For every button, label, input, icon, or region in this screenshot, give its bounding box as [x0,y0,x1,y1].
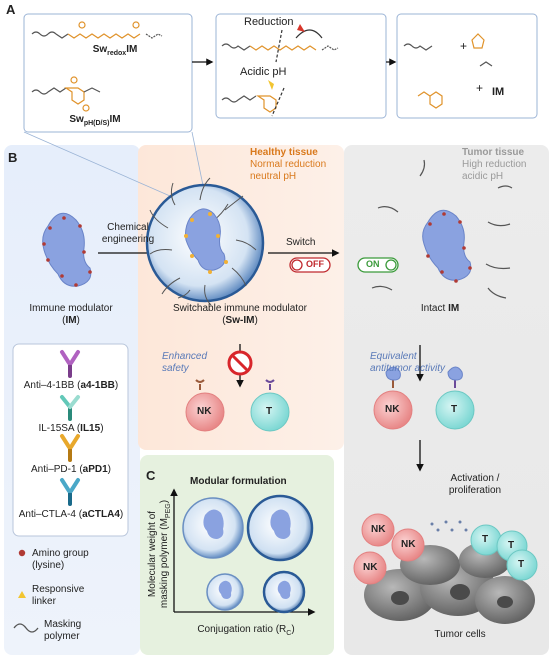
panel-letter-a: A [6,2,16,17]
product-structures [403,33,493,109]
reduction-bolt-icon [297,24,305,32]
activation-label: Activation /proliferation [448,473,502,496]
tumor-line2: acidic pH [462,171,504,182]
modulator-list-panel [12,343,129,537]
tumor-nk-cell [373,366,413,430]
amino-group-icon [18,549,26,557]
c-y-axis-label: Molecular weight of masking polymer (MPE… [147,499,172,609]
tumor-cells-label: Tumor cells [434,629,486,640]
reduction-label: Reduction [244,16,294,28]
plus-sign-2: + [476,81,484,95]
il15-icon [60,395,80,421]
c-x-axis-label: Conjugation ratio (RC) [197,624,295,637]
c-sphere-4 [262,570,306,614]
bg-healthy-region [138,145,344,450]
panel-a-box-3 [396,13,538,119]
off-toggle-knob [291,259,303,271]
intact-protein [371,159,513,299]
c-sphere-1 [182,497,244,559]
panel-a-box-2 [215,13,387,119]
panel-letter-c: C [146,468,156,483]
tumor-tissue-title: Tumor tissue [462,147,525,158]
healthy-nk-cell [185,379,225,432]
plus-sign-1: + [460,39,468,53]
modulator-a4-1bb: Anti–4-1BB (a4-1BB) [23,380,119,391]
t-label-2: T [508,540,515,551]
t-label-healthy: T [266,406,273,417]
modular-formulation-title: Modular formulation [190,476,287,487]
immune-modulator-protein [42,212,92,287]
acidic-ph-label: Acidic pH [240,66,287,78]
nk-label-2: NK [371,524,386,535]
t-label-tumor: T [451,404,458,415]
sw-redox-structure [31,21,163,39]
zoom-line-left [23,131,171,197]
nk-label-healthy: NK [197,406,212,417]
c-sphere-3 [206,573,244,611]
nk-label-tumor: NK [385,404,400,415]
switchable-sphere [145,177,265,306]
immune-modulator-label: Immune modulator (IM) [29,303,113,326]
acidic-structure [221,87,285,117]
acidic-bolt-icon [268,80,274,90]
reduction-structure [221,29,339,63]
antibody-icon-a4-1bb [60,350,80,378]
activated-cells [353,513,538,585]
switch-label: Switch [286,237,316,248]
modulator-apd1: Anti–PD-1 (aPD1) [30,464,112,475]
tumor-cells-cluster [364,542,535,624]
legend-amino-group: Amino group(lysine) [32,548,89,571]
on-toggle-knob [385,259,397,271]
on-label: ON [366,259,380,269]
healthy-line2: neutral pH [250,171,297,182]
healthy-line1: Normal reduction [250,159,327,170]
nk-label-3: NK [401,539,416,550]
t-label-3: T [518,559,525,570]
panel-a-box-1 [23,13,193,133]
modulator-actla4: Anti–CTLA-4 (aCTLA4) [18,509,124,520]
modulator-il15: IL-15SA (IL15) [38,423,104,434]
c-sphere-2 [246,494,314,562]
healthy-t-cell [250,379,290,432]
sw-redox-label: SwredoxIM [92,44,138,57]
tumor-line1: High reduction [462,159,527,170]
responsive-linker-icon [18,591,26,598]
intact-im-label: Intact IM [420,303,460,314]
healthy-tissue-title: Healthy tissue [250,147,318,158]
switchable-label: Switchable immune modulator (Sw-IM) [173,303,307,326]
sw-ph-structure [31,76,101,112]
antibody-icon-apd1 [60,434,80,462]
sw-ph-label: SwpH(D/S)IM [69,114,121,127]
panel-letter-b: B [8,150,18,165]
off-label: OFF [306,259,324,269]
tumor-t-cell [435,366,475,430]
masking-polymer-icon [13,623,39,633]
nk-label-1: NK [363,562,378,573]
antibody-icon-actla4 [60,478,80,506]
t-label-1: T [482,534,489,545]
im-product-label: IM [492,86,505,98]
